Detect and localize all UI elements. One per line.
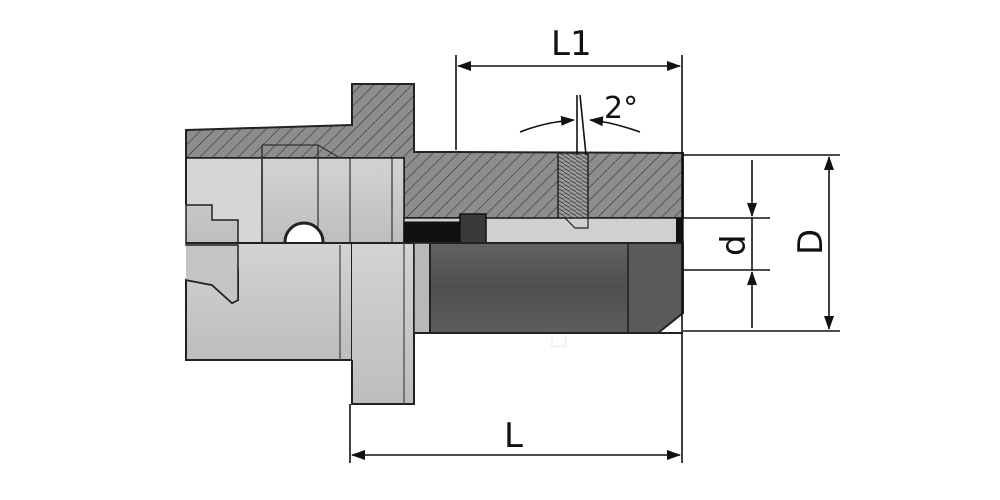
dim-label-L: L xyxy=(504,416,523,456)
lower-section xyxy=(185,242,684,405)
dim-label-L1: L1 xyxy=(551,24,592,64)
dim-label-d: d xyxy=(714,234,754,256)
dim-label-D: D xyxy=(791,229,831,255)
upper-section xyxy=(185,83,684,263)
dim-label-angle: 2° xyxy=(604,91,638,126)
dimension-lines xyxy=(349,55,840,463)
set-screw xyxy=(557,152,589,229)
